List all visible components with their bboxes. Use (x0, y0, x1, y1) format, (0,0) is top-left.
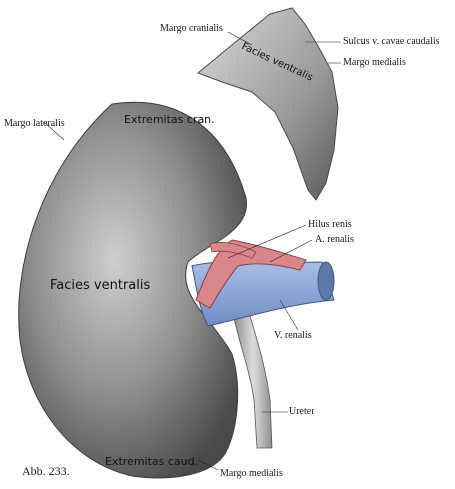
margo-cranialis-label: Margo cranialis (160, 23, 223, 34)
extremitas-caud-text: Extremitas caud. (105, 455, 199, 468)
leader-lines (43, 31, 341, 471)
figure-number: Abb. 233. (22, 464, 70, 478)
kidney-body (18, 101, 247, 479)
v-renalis-label: V. renalis (274, 330, 312, 341)
renal-artery (195, 239, 307, 309)
adrenal-gland (197, 7, 339, 201)
sulcus-label: Sulcus v. cavae caudalis (343, 36, 440, 47)
hilus-renis-label: Hilus renis (308, 219, 352, 230)
margo-medialis-bottom-label: Margo medialis (220, 468, 283, 479)
renal-artery-branch (209, 242, 257, 259)
kidney-facies-text: Facies ventralis (50, 278, 151, 293)
renal-vein-opening (317, 261, 335, 301)
ureter-label: Ureter (289, 406, 315, 417)
extremitas-cran-text: Extremitas cran. (124, 113, 215, 126)
ureter-tube (233, 315, 273, 449)
a-renalis-label: A. renalis (315, 234, 354, 245)
margo-medialis-top-label: Margo medialis (343, 57, 406, 68)
margo-lateralis-label: Margo lateralis (4, 118, 65, 129)
